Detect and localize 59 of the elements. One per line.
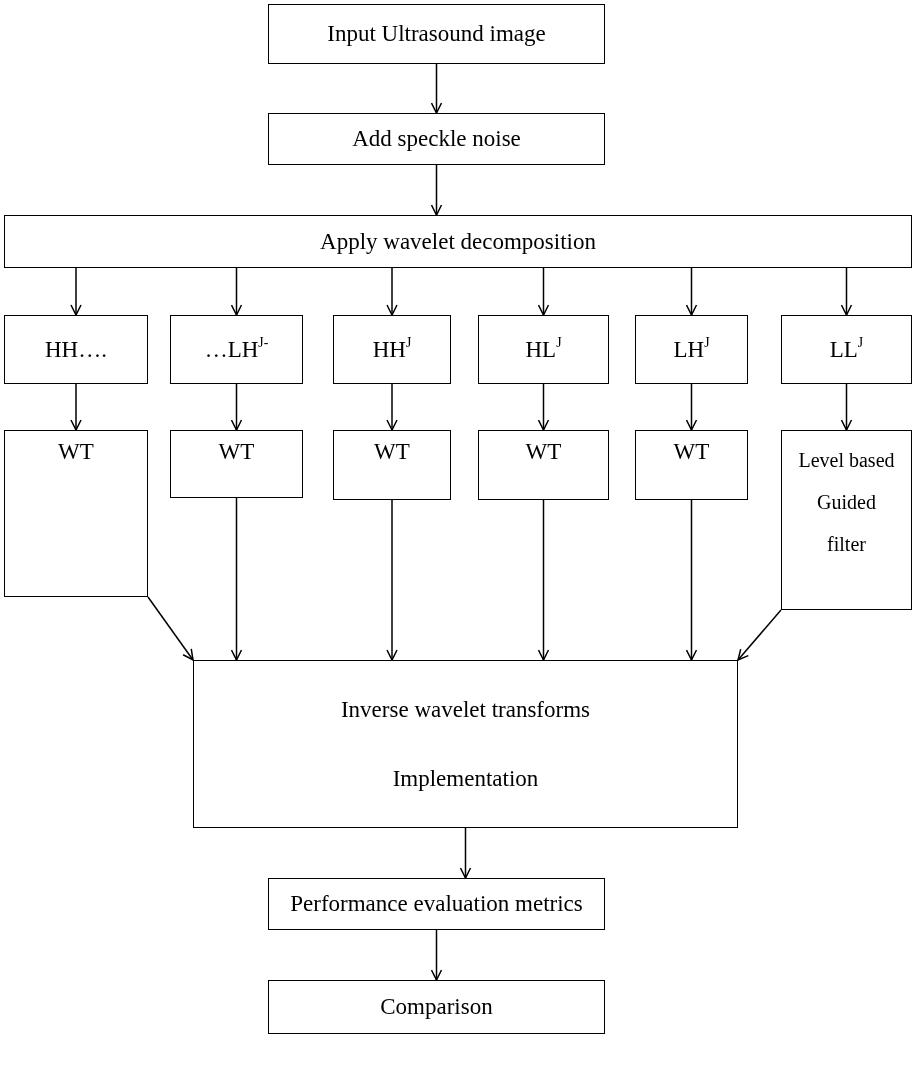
node-label: Input Ultrasound image <box>327 21 546 47</box>
arrow <box>386 267 398 316</box>
process-box <box>193 660 738 828</box>
node-label: Comparison <box>380 994 493 1020</box>
arrow <box>840 383 853 431</box>
node-label: LH$^{J}$ <box>673 336 710 363</box>
subband-box <box>478 315 609 384</box>
node-label: LL$^{J}$ <box>829 336 864 363</box>
arrow <box>430 164 443 216</box>
arrow <box>70 383 82 431</box>
node-label: Inverse wavelet transforms <box>340 696 591 723</box>
filter-box <box>781 430 912 610</box>
arrow <box>230 267 243 316</box>
arrow <box>685 383 698 431</box>
node-label: HH$^{J}$ <box>372 336 412 363</box>
arrow <box>737 609 782 661</box>
arrow <box>459 827 472 879</box>
node-label: HL$^{J}$ <box>525 336 562 363</box>
arrow <box>430 929 443 981</box>
node-label: WT <box>525 439 562 465</box>
arrow <box>386 499 398 661</box>
arrow <box>147 596 194 661</box>
node-label: Add speckle noise <box>352 126 521 152</box>
filter-box <box>635 430 748 500</box>
node-label: Implementation <box>392 765 539 792</box>
subband-box <box>781 315 912 384</box>
arrow <box>230 497 243 661</box>
node-label: HH…. <box>45 336 107 363</box>
process-box <box>268 980 605 1034</box>
arrow <box>537 499 550 661</box>
node-label: Performance evaluation metrics <box>290 891 583 917</box>
subband-box <box>4 315 148 384</box>
arrow <box>386 383 398 431</box>
filter-box <box>4 430 148 597</box>
subband-box <box>635 315 748 384</box>
node-label: WT <box>374 439 410 465</box>
filter-box <box>478 430 609 500</box>
filter-box <box>333 430 451 500</box>
arrow <box>537 383 550 431</box>
arrow <box>685 499 698 661</box>
arrow <box>70 267 82 316</box>
arrow <box>840 267 853 316</box>
node-label: Apply wavelet decomposition <box>320 228 596 255</box>
subband-box <box>170 315 303 384</box>
node-label: WT <box>58 439 94 465</box>
process-box <box>268 878 605 930</box>
node-label: WT <box>673 439 710 465</box>
node-label: …LH$^{J-}$ <box>204 336 269 363</box>
arrow <box>537 267 550 316</box>
arrow <box>685 267 698 316</box>
process-box <box>4 215 912 268</box>
process-box <box>268 113 605 165</box>
arrow <box>430 63 443 114</box>
node-label: Level based Guided filter <box>797 448 896 557</box>
node-label: WT <box>218 439 255 465</box>
subband-box <box>333 315 451 384</box>
filter-box <box>170 430 303 498</box>
process-box <box>268 4 605 64</box>
arrow <box>230 383 243 431</box>
